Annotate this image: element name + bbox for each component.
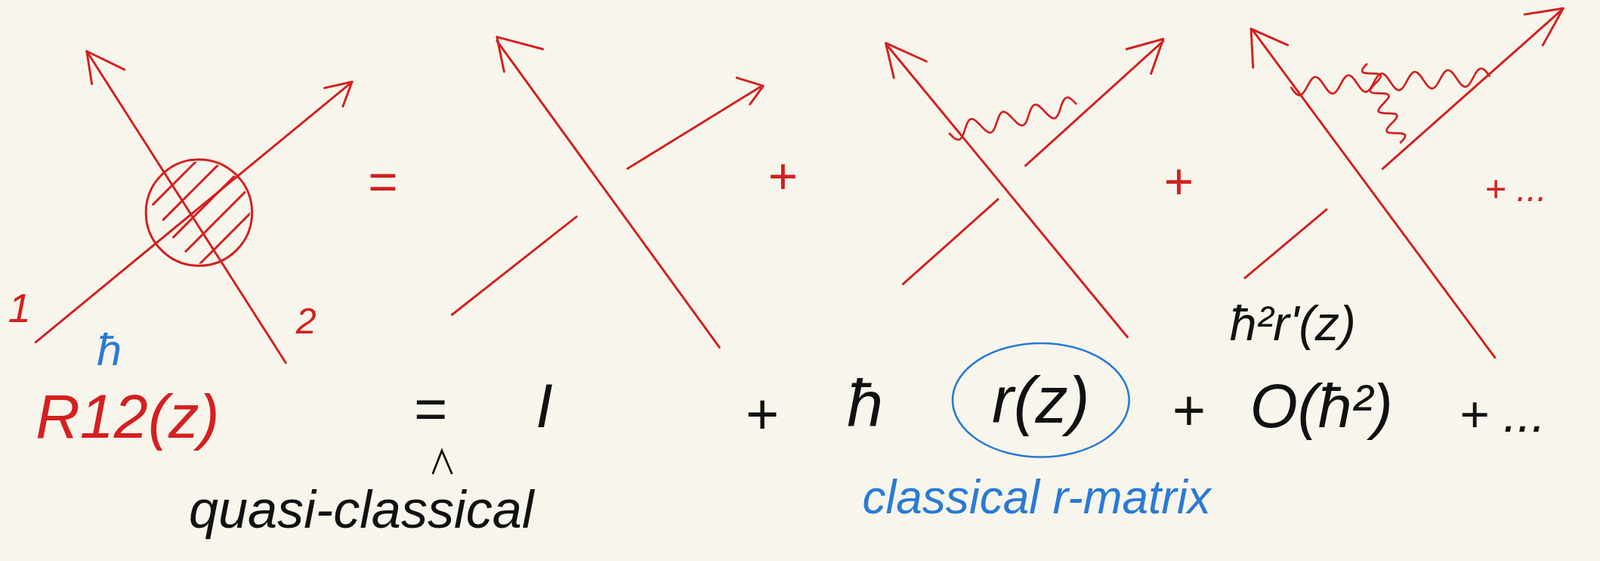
arrowhead: [736, 77, 763, 105]
math-label: +: [767, 148, 797, 204]
arrowhead: [1126, 39, 1164, 75]
math-label: classical r-matrix: [861, 471, 1211, 523]
strand: [1382, 10, 1561, 169]
math-label: + ...: [1459, 386, 1546, 442]
arrowhead: [1250, 28, 1289, 68]
strand: [451, 216, 577, 316]
strand: [1244, 209, 1327, 278]
math-label: quasi-classical: [188, 479, 535, 538]
strand: [902, 199, 998, 285]
math-label: ħ: [846, 367, 884, 439]
strand: [1025, 40, 1164, 166]
strand: [35, 81, 353, 342]
ellipse-outline: [952, 342, 1130, 458]
math-label: + ...: [1484, 168, 1547, 209]
wavy-line: [1362, 63, 1406, 143]
hatching: [148, 148, 251, 264]
math-label: =: [367, 153, 397, 210]
wavy-line: [948, 97, 1077, 140]
math-label: O(ħ²): [1250, 372, 1394, 440]
math-label: +: [1171, 379, 1205, 442]
strand: [497, 40, 720, 347]
strand: [887, 46, 1128, 337]
gluon-lines: [948, 63, 1490, 143]
math-label: R12(z): [35, 383, 220, 451]
crossing-drawings: [35, 8, 1563, 363]
math-label: +: [1163, 153, 1193, 210]
strand: [627, 86, 761, 169]
pointer-caret: [432, 450, 453, 474]
math-label: 1: [8, 285, 31, 331]
math-label: ħ: [96, 324, 122, 374]
strand: [86, 51, 286, 363]
math-label: 2: [296, 300, 317, 341]
math-label: =: [413, 377, 447, 441]
arrowhead: [324, 81, 353, 106]
math-label: ħ²r'(z): [1229, 296, 1356, 350]
math-label: +: [744, 383, 779, 446]
circled-term: r(z): [951, 341, 1131, 459]
arrowhead: [885, 43, 927, 78]
math-label: I: [535, 372, 553, 440]
arrowhead: [86, 51, 125, 84]
wavy-line: [1291, 67, 1490, 96]
arrowhead: [497, 37, 544, 72]
term-text: r(z): [991, 364, 1091, 436]
arrowhead: [1524, 8, 1563, 46]
